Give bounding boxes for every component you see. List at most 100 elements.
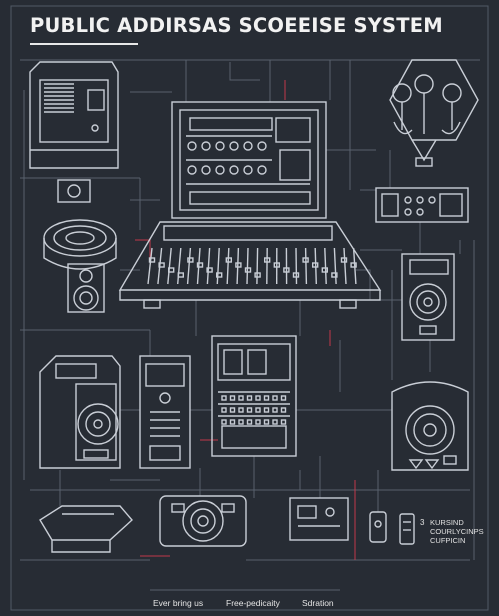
button-icon: [246, 419, 253, 425]
fader-track: [246, 247, 249, 285]
fader-track: [304, 247, 308, 285]
fader-track: [333, 247, 337, 285]
speaker-icon: [39, 355, 121, 469]
knob-icon: [243, 141, 253, 151]
fader-knob: [292, 272, 300, 278]
fader-knob: [215, 272, 223, 278]
fader-knob: [167, 267, 175, 273]
equalizer-icon: [171, 101, 327, 219]
console-faders: [147, 247, 357, 285]
button-icon: [263, 395, 270, 401]
wireless-receiver-icon: [139, 355, 191, 469]
equalizer-icon: [211, 335, 297, 457]
wire-line: [229, 62, 260, 81]
mixing-console-icon: [118, 221, 382, 309]
fader-knob: [264, 257, 271, 263]
button-icon: [263, 407, 270, 413]
fader-track: [236, 247, 240, 285]
speaker-icon: [67, 263, 105, 313]
fader-track: [167, 247, 172, 285]
knob-icon: [201, 141, 211, 151]
footer-right: Sdration: [302, 598, 334, 608]
fader-knob: [312, 262, 319, 268]
knob-icon: [257, 165, 267, 175]
fader-knob: [196, 262, 204, 268]
speaker-icon: [43, 219, 117, 270]
accent-wires: [135, 80, 356, 560]
knob-icon: [187, 141, 197, 151]
fader-knob: [302, 257, 309, 263]
speaker-icon: [391, 381, 469, 471]
fader-track: [216, 247, 220, 285]
page-title: PUBLIC ADDIRSAS SCOEEISE SYSTEM: [30, 14, 443, 37]
button-icon: [272, 407, 278, 413]
fader-knob: [187, 257, 194, 263]
fader-track: [186, 247, 192, 285]
amplifier-icon: [375, 187, 469, 223]
fader-track: [324, 247, 327, 285]
button-icon: [246, 407, 253, 413]
button-icon: [229, 395, 236, 401]
fader-knob: [283, 267, 290, 273]
fader-knob: [158, 262, 165, 268]
fader-track: [352, 247, 357, 285]
fader-track: [206, 247, 211, 285]
fader-track: [147, 247, 153, 285]
fader-knob: [235, 262, 242, 268]
cd-player-icon: [39, 505, 133, 553]
fader-track: [343, 247, 347, 285]
button-icon: [229, 419, 236, 425]
knob-icon: [215, 141, 225, 151]
side-caption-line-2: COURLYCINPS: [430, 527, 484, 536]
fader-knob: [225, 257, 233, 263]
button-icon: [229, 407, 236, 413]
side-caption-digit: 3: [420, 518, 425, 527]
rack-knobs: [187, 141, 267, 175]
button-icon: [280, 419, 287, 425]
fader-track: [314, 247, 317, 285]
fader-knob: [331, 272, 338, 278]
speaker-icon: [159, 495, 247, 547]
knob-icon: [187, 165, 197, 175]
fader-track: [256, 247, 259, 285]
fader-knob: [340, 257, 348, 263]
button-icon: [272, 395, 278, 401]
button-icon: [272, 419, 278, 425]
amplifier-icon: [289, 497, 349, 541]
fader-knob: [350, 262, 357, 268]
footer-left: Ever bring us: [153, 598, 204, 608]
button-icon: [221, 419, 227, 425]
fader-knob: [206, 267, 213, 273]
button-icon: [255, 395, 261, 401]
fader-knob: [148, 257, 156, 263]
knob-icon: [229, 165, 239, 175]
wireless-receiver-icon: [369, 511, 415, 545]
title-underline: [30, 43, 138, 45]
button-icon: [238, 395, 244, 401]
knob-icon: [215, 165, 225, 175]
button-icon: [246, 395, 253, 401]
knob-icon: [257, 141, 267, 151]
footer-center: Free-pedicaity: [226, 598, 280, 608]
fader-track: [295, 247, 298, 285]
button-icon: [280, 395, 287, 401]
side-caption-line-1: KURSIND: [430, 518, 464, 527]
knob-icon: [201, 165, 211, 175]
outer-frame: [10, 5, 489, 611]
fader-knob: [244, 267, 252, 273]
knob-icon: [229, 141, 239, 151]
button-icon: [238, 407, 244, 413]
button-icon: [255, 419, 261, 425]
fader-knob: [177, 272, 185, 278]
wire-line: [356, 269, 371, 300]
fader-track: [226, 247, 230, 285]
fader-knob: [273, 262, 280, 268]
microphone-icon: [389, 59, 479, 167]
fader-track: [177, 247, 182, 285]
knob-icon: [243, 165, 253, 175]
wiring-lines: [20, 59, 480, 561]
processor-buttons: [221, 395, 287, 425]
amplifier-icon: [29, 61, 119, 203]
